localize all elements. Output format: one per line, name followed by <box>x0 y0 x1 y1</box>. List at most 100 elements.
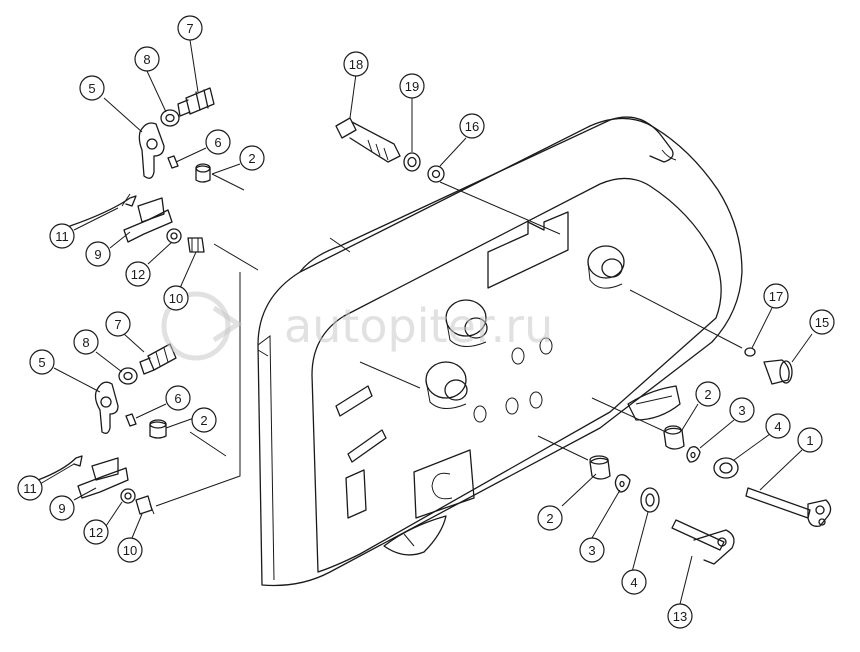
callout-number: 9 <box>94 247 101 262</box>
callout-number: 9 <box>58 501 65 516</box>
callout-number: 3 <box>738 403 745 418</box>
callout-12: 12 <box>125 261 151 287</box>
callout-circle <box>205 129 231 155</box>
callout-circle <box>695 381 721 407</box>
knob-15 <box>763 359 793 385</box>
callout-number: 13 <box>673 609 687 624</box>
bolt-10-upper <box>187 237 205 253</box>
callout-17: 17 <box>763 283 789 309</box>
callout-circle <box>105 311 131 337</box>
watermark: autopiter.ru <box>161 291 553 361</box>
callout-circle <box>343 51 369 77</box>
callout-number: 2 <box>248 151 255 166</box>
callout-circle <box>79 75 105 101</box>
washer-16 <box>427 165 445 183</box>
callout-circle <box>459 113 485 139</box>
callout-2: 2 <box>537 505 563 531</box>
callout-circle <box>134 46 160 72</box>
callout-2: 2 <box>695 381 721 407</box>
washer-4-right <box>713 457 739 479</box>
pin-1 <box>745 487 832 527</box>
callout-number: 5 <box>88 81 95 96</box>
bushing-2-left-lower <box>149 419 167 439</box>
callout-10: 10 <box>163 285 189 311</box>
watermark-logo-icon <box>161 291 231 361</box>
callout-3: 3 <box>729 397 755 423</box>
plates-9-lower <box>77 457 129 499</box>
callout-number: 10 <box>123 543 137 558</box>
callout-number: 18 <box>349 57 363 72</box>
lower-clip <box>383 515 447 556</box>
callout-number: 8 <box>82 335 89 350</box>
callout-circle <box>729 397 755 423</box>
callout-circle <box>579 537 605 563</box>
callout-6: 6 <box>165 385 191 411</box>
callout-circle <box>797 427 823 453</box>
watermark-arrow-icon <box>212 305 243 343</box>
callout-circle <box>17 475 43 501</box>
callout-18: 18 <box>343 51 369 77</box>
callout-circle <box>83 519 109 545</box>
boss-upper-right <box>587 245 625 289</box>
callout-circle <box>809 309 835 335</box>
callout-12: 12 <box>83 519 109 545</box>
bolt-7-upper <box>177 87 215 117</box>
washer-8-upper <box>160 109 180 127</box>
callout-leaders <box>39 39 813 605</box>
bolt-10-lower <box>135 495 155 515</box>
callout-8: 8 <box>134 46 160 72</box>
wire-11-upper <box>69 193 137 227</box>
bushing-2-upper <box>195 163 211 183</box>
callout-11: 11 <box>17 475 43 501</box>
bolt-18 <box>335 117 401 163</box>
callout-19: 19 <box>399 73 425 99</box>
callout-number: 8 <box>143 52 150 67</box>
callout-2: 2 <box>191 407 217 433</box>
clip-3-lower <box>614 474 631 493</box>
bushing-2-lower <box>589 455 611 480</box>
callout-number: 5 <box>38 355 45 370</box>
callout-labels: 7856211912101819161715785621191210234123… <box>17 15 835 629</box>
callout-number: 12 <box>89 525 103 540</box>
callout-circle <box>49 495 75 521</box>
callout-number: 17 <box>769 289 783 304</box>
callout-8: 8 <box>73 329 99 355</box>
callout-number: 12 <box>131 267 145 282</box>
callout-3: 3 <box>579 537 605 563</box>
callout-number: 19 <box>405 79 419 94</box>
washer-12-upper <box>166 228 182 244</box>
callout-number: 16 <box>465 119 479 134</box>
upper-bracket <box>487 211 569 289</box>
callout-number: 15 <box>815 315 829 330</box>
callout-circle <box>239 145 265 171</box>
small-holes <box>473 337 553 423</box>
wire-11-lower <box>37 455 83 481</box>
callout-circle <box>763 283 789 309</box>
callout-circle <box>621 569 647 595</box>
callout-6: 6 <box>205 129 231 155</box>
callout-15: 15 <box>809 309 835 335</box>
callout-number: 1 <box>806 433 813 448</box>
callout-7: 7 <box>105 311 131 337</box>
callout-number: 2 <box>546 511 553 526</box>
callout-circle <box>399 73 425 99</box>
bolt-7-lower <box>139 343 177 375</box>
callout-circle <box>537 505 563 531</box>
callout-number: 2 <box>704 387 711 402</box>
clip-3-right <box>686 446 701 463</box>
callout-13: 13 <box>667 603 693 629</box>
callout-1: 1 <box>797 427 823 453</box>
callout-4: 4 <box>621 569 647 595</box>
callout-circle <box>125 261 151 287</box>
callout-circle <box>191 407 217 433</box>
housing-panel <box>257 116 743 587</box>
plates-9-upper <box>123 197 173 243</box>
callout-9: 9 <box>85 241 111 267</box>
washer-19 <box>403 152 421 172</box>
callout-circle <box>163 285 189 311</box>
callout-number: 4 <box>630 575 637 590</box>
callout-number: 11 <box>23 481 37 496</box>
callout-circle <box>73 329 99 355</box>
callout-5: 5 <box>79 75 105 101</box>
